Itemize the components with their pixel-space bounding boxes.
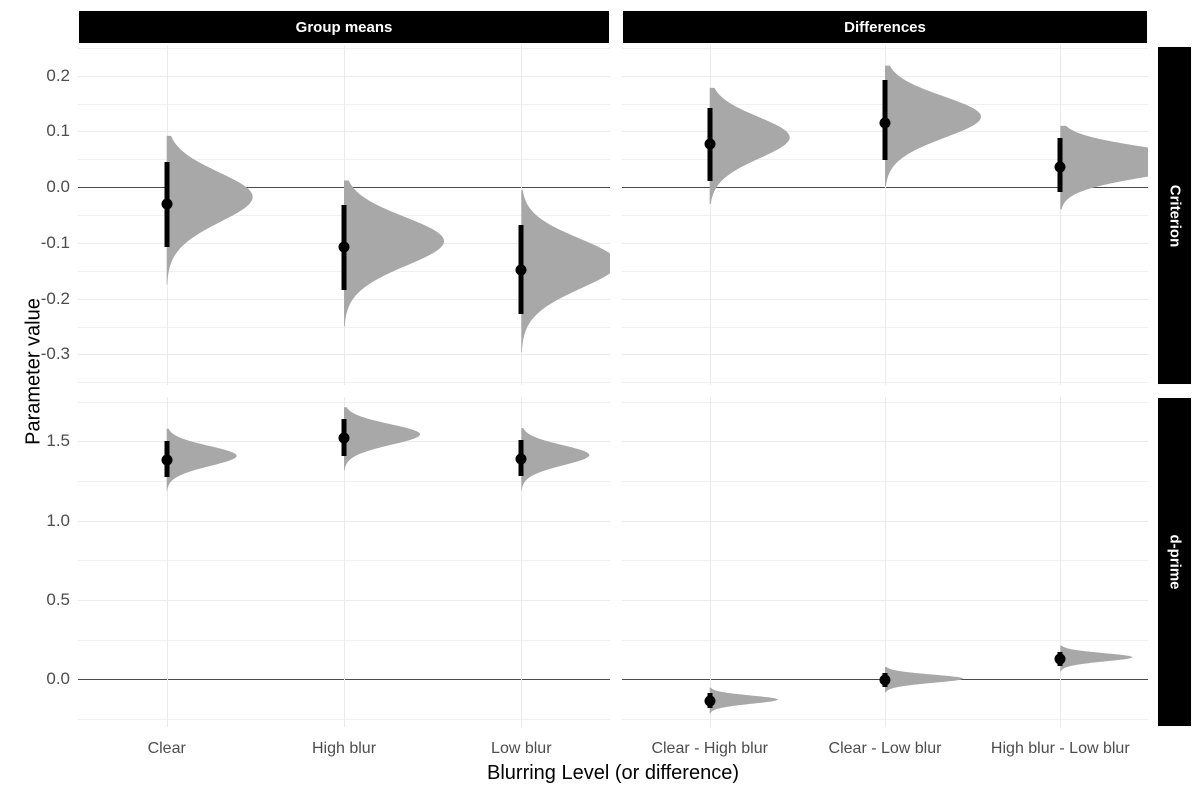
density-violin bbox=[709, 687, 778, 714]
y-axis-tick-label: 1.5 bbox=[46, 431, 70, 451]
facet-strip-dprime-label: d-prime bbox=[1166, 534, 1183, 590]
mean-point bbox=[879, 674, 891, 686]
y-axis-tick-label: 0.5 bbox=[46, 590, 70, 610]
facet-strip-criterion-label: Criterion bbox=[1166, 184, 1183, 247]
y-axis-tick-labels: 0.2 0.1 0.0 -0.1 -0.2 -0.3 1.5 1.0 0.5 0.0 bbox=[0, 0, 70, 800]
mean-point bbox=[515, 264, 527, 276]
y-axis-tick-label: -0.2 bbox=[40, 288, 70, 308]
panel-criterion-differences bbox=[622, 45, 1148, 385]
gridline-vertical bbox=[1060, 45, 1062, 385]
facet-strip-criterion: Criterion bbox=[1157, 46, 1192, 385]
density-violin bbox=[709, 87, 790, 204]
y-axis-tick-label: -0.1 bbox=[40, 232, 70, 252]
gridline-vertical bbox=[885, 45, 886, 385]
mean-point bbox=[515, 453, 527, 465]
y-axis-tick-label: 0.1 bbox=[46, 121, 70, 141]
x-axis-tick-label: High blur bbox=[311, 740, 377, 757]
gridline-vertical bbox=[166, 397, 168, 727]
x-axis-tick-label: Clear - Low blur bbox=[828, 740, 942, 757]
panel-dprime-differences bbox=[622, 397, 1148, 727]
facet-strip-dprime: d-prime bbox=[1157, 397, 1192, 727]
density-violin bbox=[885, 667, 963, 693]
density-violin bbox=[344, 407, 420, 471]
x-axis-title: Blurring Level (or difference) bbox=[487, 762, 739, 784]
x-axis-tick-label: High blur - Low blur bbox=[990, 740, 1130, 757]
density-violin bbox=[166, 428, 237, 492]
gridline-vertical bbox=[521, 397, 523, 727]
y-axis-tick-label: 0.0 bbox=[46, 669, 70, 689]
density-violin bbox=[344, 180, 444, 327]
mean-point bbox=[1054, 161, 1066, 172]
y-axis-tick-label: 1.0 bbox=[46, 510, 70, 530]
mean-point bbox=[338, 241, 350, 253]
density-violin bbox=[1060, 125, 1148, 210]
facet-strip-group-means: Group means bbox=[78, 10, 610, 44]
gridline-vertical bbox=[885, 397, 886, 727]
density-violin bbox=[885, 65, 981, 187]
density-violin bbox=[521, 189, 610, 353]
x-axis-tick-label: Low blur bbox=[491, 740, 552, 757]
mean-point bbox=[161, 198, 173, 210]
mean-point bbox=[338, 432, 350, 444]
density-violin bbox=[166, 135, 253, 285]
panel-dprime-group-means bbox=[78, 397, 610, 727]
density-violin bbox=[1060, 645, 1133, 672]
gridline-vertical bbox=[1060, 397, 1062, 727]
y-axis-tick-label: 0.0 bbox=[46, 177, 70, 197]
y-axis-tick-label: 0.2 bbox=[46, 65, 70, 85]
x-axis-tick-label: Clear - High blur bbox=[651, 740, 768, 757]
mean-point bbox=[1054, 653, 1066, 665]
mean-point bbox=[704, 695, 716, 707]
gridline-vertical bbox=[344, 397, 345, 727]
panel-criterion-group-means bbox=[78, 45, 610, 385]
mean-point bbox=[879, 117, 891, 129]
x-axis-tick-label: Clear bbox=[147, 740, 186, 757]
mean-point bbox=[161, 454, 173, 466]
gridline-vertical bbox=[709, 45, 711, 385]
density-violin bbox=[521, 427, 590, 491]
y-axis-tick-label: -0.3 bbox=[40, 344, 70, 364]
gridline-vertical bbox=[709, 397, 711, 727]
facet-strip-differences: Differences bbox=[622, 10, 1148, 44]
mean-point bbox=[704, 138, 716, 150]
